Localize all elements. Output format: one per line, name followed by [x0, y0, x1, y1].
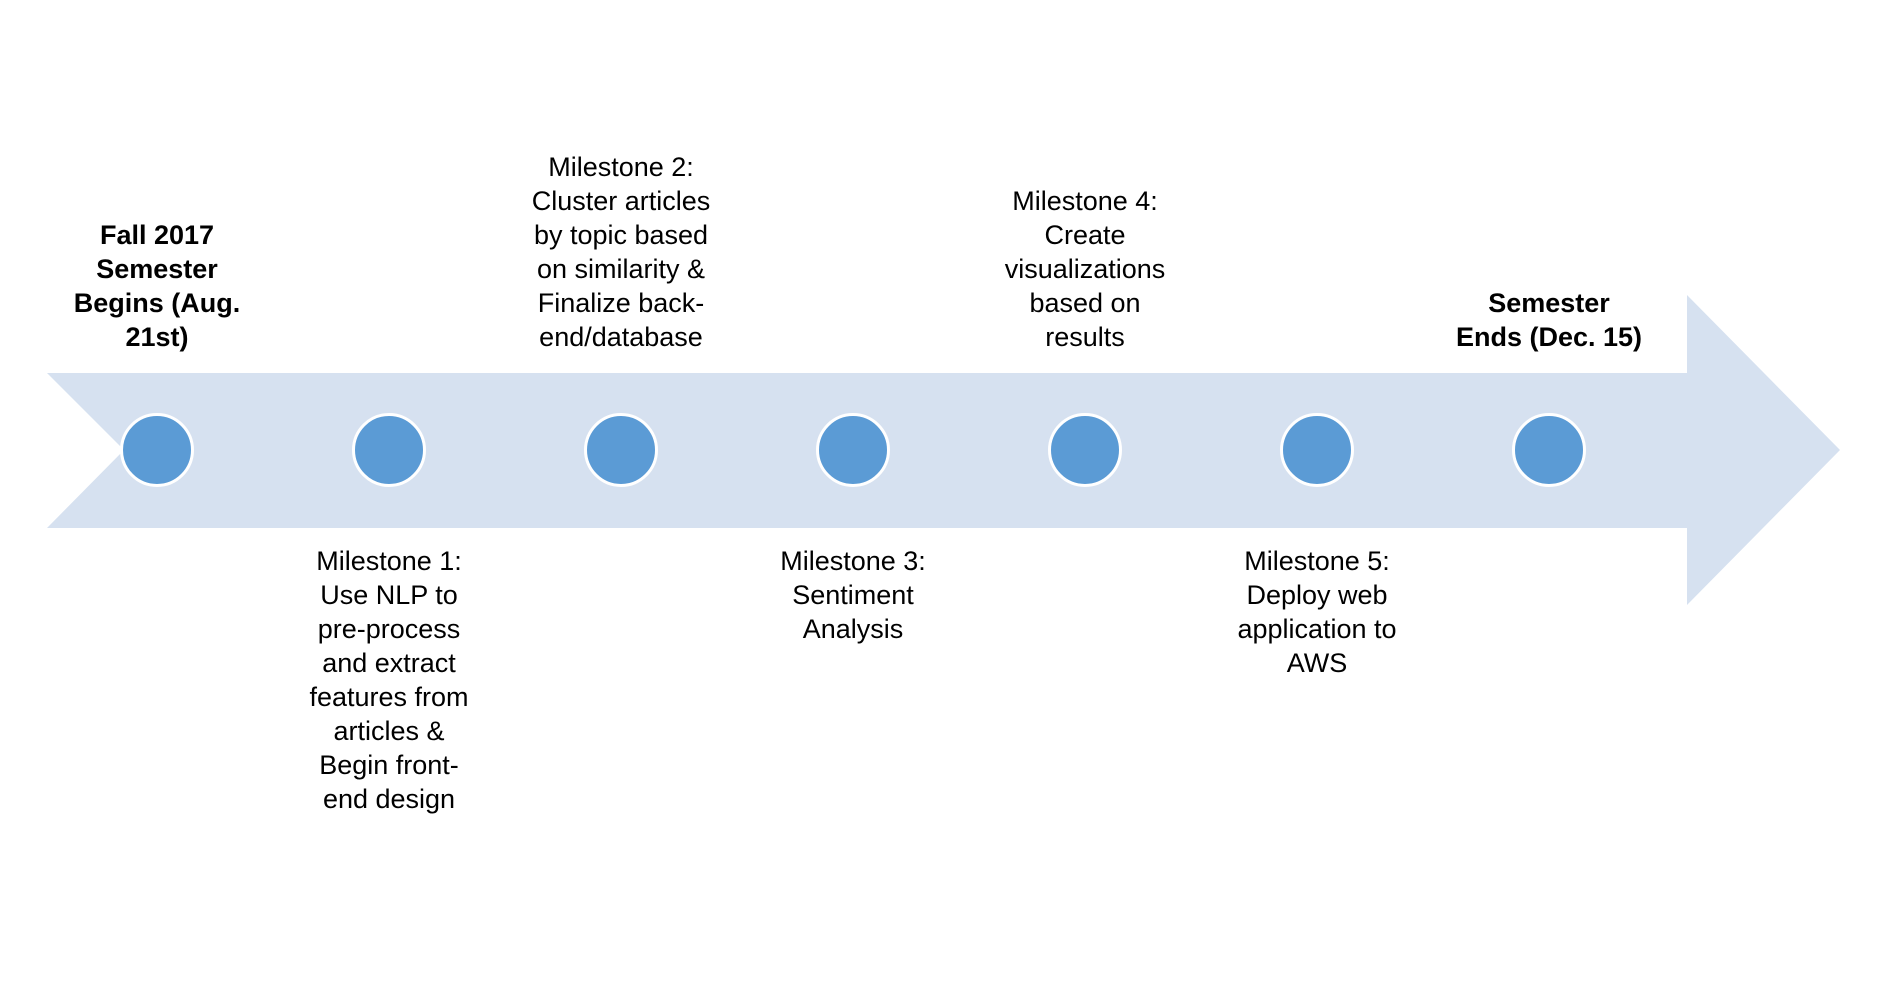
timeline-label-line: Milestone 3: — [780, 546, 926, 576]
timeline-label-line: by topic based — [533, 220, 709, 250]
timeline-node-end — [1512, 413, 1586, 487]
timeline-label-milestone-5: Milestone 5: Deploy web application to AWS — [1212, 544, 1422, 680]
timeline-label-line: end design — [322, 784, 456, 814]
timeline-label-line: 21st) — [125, 322, 189, 352]
timeline-label-line: Milestone 4: — [1012, 186, 1158, 216]
timeline-label-line: on similarity & — [536, 254, 706, 284]
timeline-label-line: Milestone 2: — [548, 152, 694, 182]
timeline-node-milestone-4 — [1048, 413, 1122, 487]
timeline-label-line: application to — [1237, 614, 1397, 644]
timeline-label-milestone-2: Milestone 2: Cluster articles by topic bas… — [516, 150, 726, 354]
timeline-label-line: and extract — [322, 648, 456, 678]
timeline-label-line: Use NLP to — [320, 580, 458, 610]
timeline-label-milestone-1: Milestone 1: Use NLP to pre-process and ext… — [284, 544, 494, 816]
timeline-label-line: Analysis — [802, 614, 904, 644]
timeline-label-line: AWS — [1286, 648, 1348, 678]
timeline-arrow-shape — [47, 295, 1840, 605]
timeline-label-line: end/database — [539, 322, 703, 352]
timeline-label-line: Begin front- — [319, 750, 459, 780]
timeline-label-milestone-4: Milestone 4: Create visualizations based on… — [980, 184, 1190, 354]
timeline-node-milestone-1 — [352, 413, 426, 487]
timeline-label-line: Semester — [1488, 288, 1610, 318]
timeline-label-line: articles & — [333, 716, 445, 746]
timeline-node-milestone-5 — [1280, 413, 1354, 487]
timeline-node-milestone-2 — [584, 413, 658, 487]
timeline-label-line: features from — [309, 682, 469, 712]
timeline-label-line: Cluster articles — [531, 186, 711, 216]
timeline-label-line: Semester — [96, 254, 218, 284]
timeline-label-line: Fall 2017 — [99, 220, 215, 250]
timeline-label-line: Milestone 5: — [1244, 546, 1390, 576]
timeline-label-line: pre-process — [317, 614, 461, 644]
timeline-label-line: Deploy web — [1246, 580, 1388, 610]
timeline-label-line: Ends (Dec. 15) — [1455, 322, 1643, 352]
timeline-label-line: visualizations — [1004, 254, 1166, 284]
timeline-label-line: Milestone 1: — [316, 546, 462, 576]
timeline-label-line: Sentiment — [792, 580, 914, 610]
timeline-node-milestone-3 — [816, 413, 890, 487]
timeline-label-line: Finalize back- — [537, 288, 705, 318]
timeline-label-line: Begins (Aug. — [73, 288, 241, 318]
timeline-label-line: Create — [1044, 220, 1126, 250]
timeline-label-line: results — [1045, 322, 1125, 352]
timeline-label-line: based on — [1029, 288, 1141, 318]
timeline-node-start — [120, 413, 194, 487]
